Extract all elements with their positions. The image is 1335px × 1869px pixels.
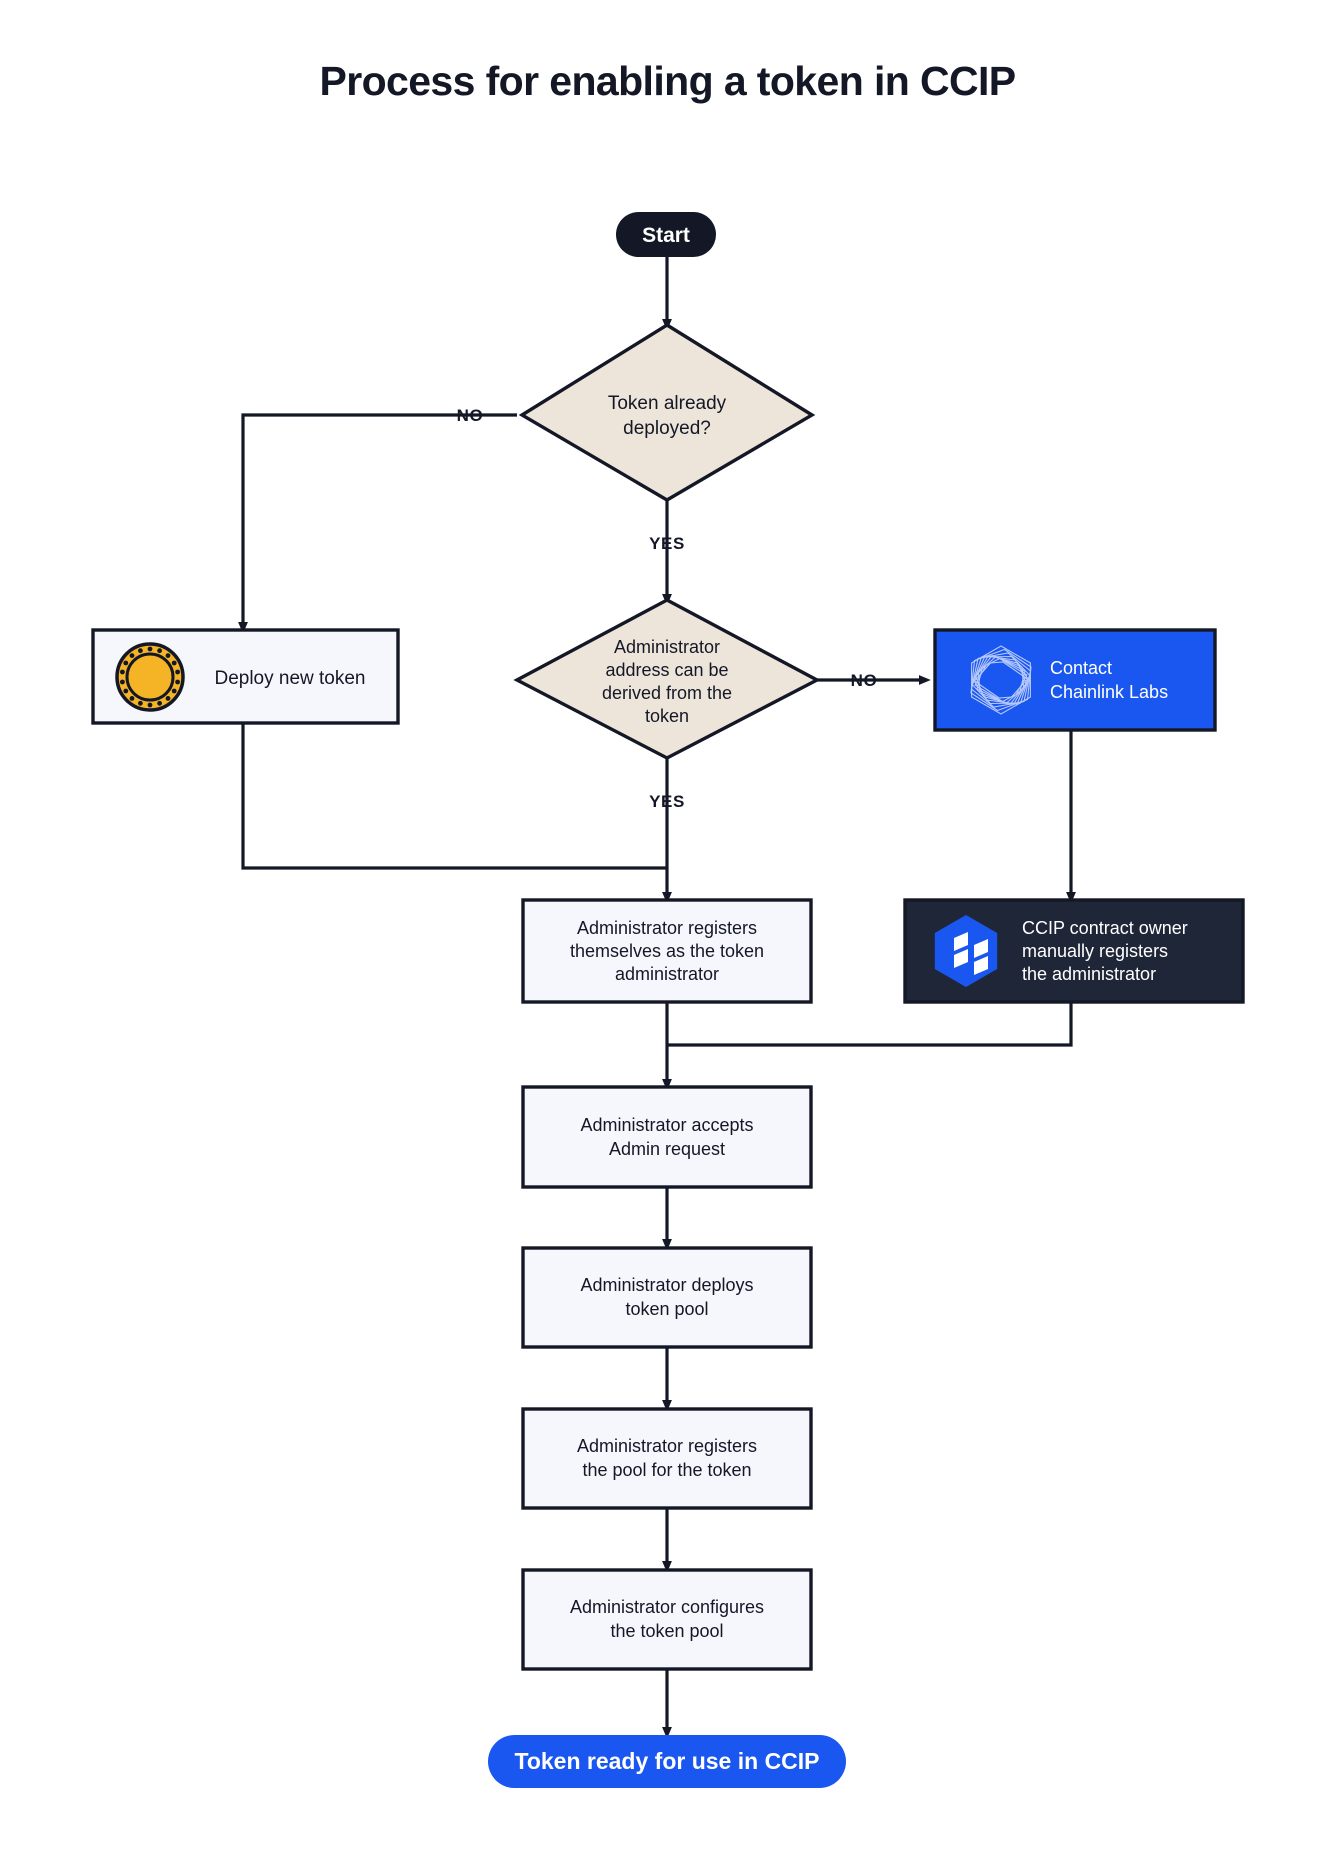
node-admin-registers-pool-line1: Administrator registers bbox=[577, 1436, 757, 1456]
edge-ccipowner-to-main bbox=[667, 1002, 1073, 1047]
page-title: Process for enabling a token in CCIP bbox=[319, 58, 1016, 104]
node-admin-configures-pool-line2: the token pool bbox=[610, 1621, 723, 1641]
node-admin-configures-pool-line1: Administrator configures bbox=[570, 1597, 764, 1617]
gold-coin-icon bbox=[115, 642, 185, 712]
edge-deployed-no bbox=[238, 413, 517, 634]
edge-label-deployed-yes: YES bbox=[649, 534, 685, 553]
node-contact-chainlink-labs[interactable]: Contact Chainlink Labs bbox=[933, 628, 1217, 732]
node-admin-accepts-request-line1: Administrator accepts bbox=[580, 1115, 753, 1135]
node-admin-registers-self-line3: administrator bbox=[615, 964, 719, 984]
node-ccip-contract-owner-line1: CCIP contract owner bbox=[1022, 918, 1188, 938]
node-admin-registers-self-line2: themselves as the token bbox=[570, 941, 764, 961]
edge-deploy-to-merge bbox=[241, 723, 667, 870]
node-token-ready-label: Token ready for use in CCIP bbox=[514, 1748, 819, 1774]
edge-label-derived-no: NO bbox=[851, 671, 878, 690]
node-decision-admin-derived-line4: token bbox=[645, 706, 689, 726]
node-admin-deploys-token-pool[interactable]: Administrator deploys token pool bbox=[521, 1246, 813, 1349]
node-start-label: Start bbox=[642, 224, 690, 247]
node-decision-admin-derived[interactable]: Administrator address can be derived fro… bbox=[513, 598, 821, 760]
node-ccip-contract-owner-registers[interactable]: CCIP contract owner manually registers t… bbox=[903, 898, 1245, 1004]
node-contact-chainlink-labs-line2: Chainlink Labs bbox=[1050, 682, 1168, 702]
node-ccip-contract-owner-line2: manually registers bbox=[1022, 941, 1168, 961]
node-decision-token-deployed[interactable]: Token already deployed? bbox=[518, 322, 816, 502]
node-deploy-new-token[interactable]: Deploy new token bbox=[91, 628, 400, 725]
node-contact-chainlink-labs-line1: Contact bbox=[1050, 658, 1112, 678]
node-admin-registers-self-line1: Administrator registers bbox=[577, 918, 757, 938]
edge-label-derived-yes: YES bbox=[649, 792, 685, 811]
node-decision-admin-derived-line2: address can be bbox=[605, 660, 728, 680]
node-admin-registers-self[interactable]: Administrator registers themselves as th… bbox=[521, 898, 813, 1004]
node-token-ready[interactable]: Token ready for use in CCIP bbox=[488, 1735, 846, 1788]
node-decision-admin-derived-line3: derived from the bbox=[602, 683, 732, 703]
edge-label-deployed-no: NO bbox=[457, 406, 484, 425]
node-decision-admin-derived-line1: Administrator bbox=[614, 637, 720, 657]
node-admin-accepts-request-line2: Admin request bbox=[609, 1139, 725, 1159]
node-admin-registers-pool[interactable]: Administrator registers the pool for the… bbox=[521, 1407, 813, 1510]
node-decision-token-deployed-line1: Token already bbox=[608, 393, 727, 414]
node-start[interactable]: Start bbox=[616, 212, 716, 257]
node-admin-configures-pool[interactable]: Administrator configures the token pool bbox=[521, 1568, 813, 1671]
node-admin-deploys-token-pool-line2: token pool bbox=[625, 1299, 708, 1319]
node-ccip-contract-owner-line3: the administrator bbox=[1022, 964, 1156, 984]
node-admin-deploys-token-pool-line1: Administrator deploys bbox=[580, 1275, 753, 1295]
node-deploy-new-token-label: Deploy new token bbox=[214, 668, 365, 689]
node-admin-registers-pool-line2: the pool for the token bbox=[582, 1460, 751, 1480]
node-decision-token-deployed-line2: deployed? bbox=[623, 418, 711, 439]
connector-layer bbox=[238, 245, 1076, 1739]
node-admin-accepts-request[interactable]: Administrator accepts Admin request bbox=[521, 1085, 813, 1189]
